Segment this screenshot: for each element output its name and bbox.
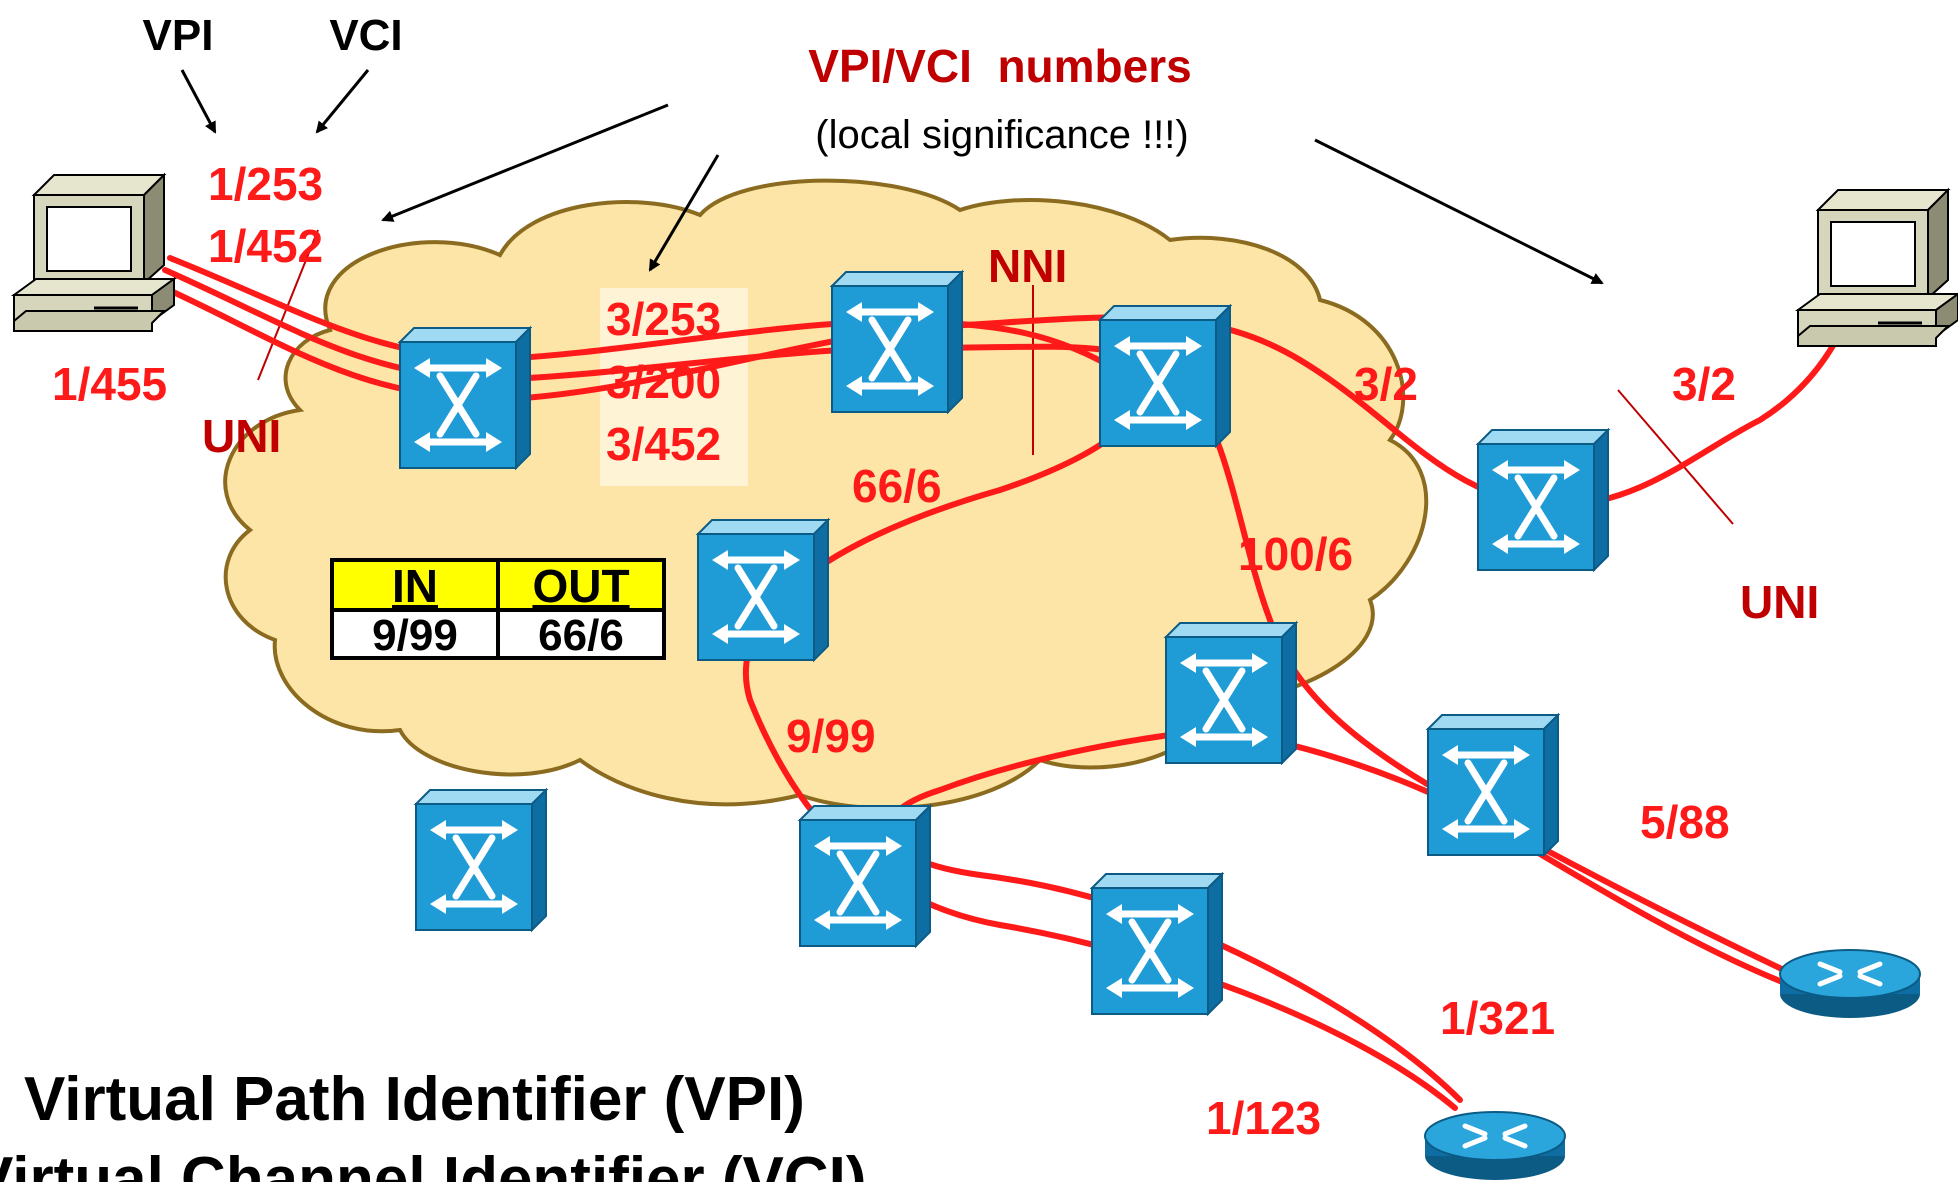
table-header-out: OUT: [532, 560, 629, 612]
footer-line-1: Virtual Path Identifier (VPI): [24, 1065, 805, 1134]
atm-switch-5: [1478, 430, 1608, 570]
vci-label: VCI: [329, 11, 402, 60]
atm-switch-10: [1092, 874, 1222, 1014]
mid-value-3: 3/452: [606, 418, 721, 470]
left-uni-label: UNI: [202, 410, 281, 462]
mid-value-1: 3/253: [606, 293, 721, 345]
atm-switch-6: [1166, 623, 1296, 763]
table-cell-in: 9/99: [372, 611, 458, 660]
link-label-66-6: 66/6: [852, 460, 942, 512]
footer-line-2: Virtual Channel Identifier (VCI): [0, 1145, 867, 1182]
link-label-5-88: 5/88: [1640, 796, 1730, 848]
right-host-computer: [1796, 188, 1958, 348]
mid-value-2: 3/200: [606, 356, 721, 408]
switch-table: IN OUT 9/99 66/6: [330, 558, 666, 660]
callout-subtitle: (local significance !!!): [815, 113, 1188, 157]
nni-label: NNI: [988, 240, 1067, 292]
left-value-2: 1/452: [208, 220, 323, 272]
right-uni-label: UNI: [1740, 576, 1819, 628]
atm-switch-7: [1428, 715, 1558, 855]
router-right: [1780, 950, 1920, 1018]
left-value-3: 1/455: [52, 358, 167, 410]
table-cell-out: 66/6: [538, 611, 624, 660]
link-label-1-123: 1/123: [1206, 1092, 1321, 1144]
table-header-in: IN: [392, 560, 438, 612]
atm-switch-3: [1100, 306, 1230, 446]
link-label-3-2-a: 3/2: [1354, 358, 1418, 410]
left-value-1: 1/253: [208, 158, 323, 210]
atm-switch-1: [400, 328, 530, 468]
link-label-9-99: 9/99: [786, 710, 876, 762]
callout-title: VPI/VCI numbers: [808, 40, 1191, 92]
atm-switch-9: [800, 806, 930, 946]
atm-switch-4: [698, 520, 828, 660]
atm-switch-2: [832, 272, 962, 412]
link-label-1-321: 1/321: [1440, 992, 1555, 1044]
router-bottom: [1425, 1112, 1565, 1180]
atm-switch-8: [416, 790, 546, 930]
link-label-100-6: 100/6: [1238, 528, 1353, 580]
vpi-label: VPI: [143, 11, 214, 60]
left-host-computer: [12, 173, 176, 333]
pointer-arrows: [180, 69, 1604, 285]
link-label-3-2-b: 3/2: [1672, 358, 1736, 410]
